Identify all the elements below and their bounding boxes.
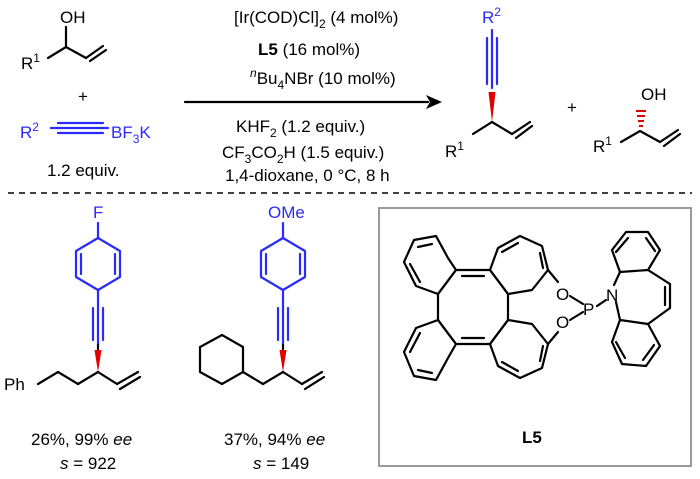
solvent-label: 1,4-dioxane, 0 °C, 8 h xyxy=(225,166,390,185)
example-fluoro-yield: 26%, 99% ee xyxy=(31,430,132,449)
ligand-label: L5 xyxy=(522,428,542,447)
example-methoxy-yield: 37%, 94% ee xyxy=(224,430,325,449)
product-r2-label: R2 xyxy=(482,5,501,27)
reaction-arrow xyxy=(183,95,442,109)
product-r1b-label: R1 xyxy=(593,134,612,156)
ligand-label: L5 (16 mol%) xyxy=(258,40,360,59)
allylic-alcohol-structure: OH R1 xyxy=(21,8,108,73)
alkynyl-trifluoroborate: R2 BF3K xyxy=(20,120,151,146)
product-r1-label: R1 xyxy=(445,139,464,161)
product-oh-label: OH xyxy=(641,85,667,104)
khf2-label: KHF2 (1.2 equiv.) xyxy=(236,117,365,140)
example-methoxy-structure: OMe xyxy=(198,203,326,391)
bf3k-label: BF3K xyxy=(111,123,151,146)
r2-label: R2 xyxy=(20,120,39,142)
methoxy-substituent-label: OMe xyxy=(268,203,305,222)
phenyl-label: Ph xyxy=(4,375,25,394)
example-fluoro-structure: F Ph xyxy=(4,203,142,394)
r1-label: R1 xyxy=(21,51,40,73)
example-fluoro-selectivity: s = 922 xyxy=(60,454,116,473)
conditions-below-arrow: KHF2 (1.2 equiv.) CF3CO2H (1.5 equiv.) 1… xyxy=(222,117,390,185)
ligand-box xyxy=(378,207,692,467)
oh-label: OH xyxy=(60,8,86,27)
tfa-label: CF3CO2H (1.5 equiv.) xyxy=(222,143,384,166)
ligand-l5-structure: O O P N xyxy=(402,230,672,382)
fluoro-substituent-label: F xyxy=(93,203,103,222)
salt-label: nBu4NBr (10 mol%) xyxy=(250,66,396,92)
recovered-alcohol-structure: OH R1 xyxy=(593,85,682,156)
conditions-above-arrow: [Ir(COD)Cl]2 (4 mol%) L5 (16 mol%) nBu4N… xyxy=(234,8,398,92)
plus-sign-left: + xyxy=(78,87,88,106)
ligand-o-top: O xyxy=(556,285,569,304)
example-methoxy-selectivity: s = 149 xyxy=(253,454,309,473)
ligand-p: P xyxy=(583,300,594,319)
enyne-product-structure: R2 R1 xyxy=(445,5,534,161)
catalyst-label: [Ir(COD)Cl]2 (4 mol%) xyxy=(234,8,398,31)
plus-sign-products: + xyxy=(567,98,577,117)
ligand-o-bottom: O xyxy=(556,313,569,332)
ligand-n: N xyxy=(606,286,618,305)
equiv-label: 1.2 equiv. xyxy=(47,161,119,180)
